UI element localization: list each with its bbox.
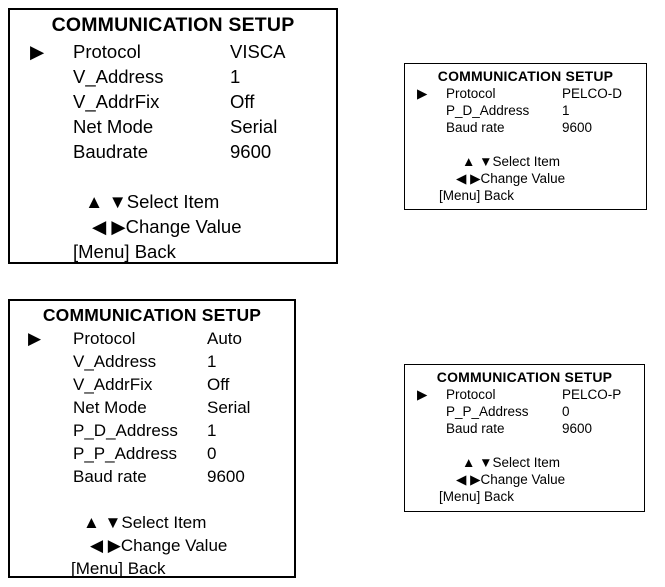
- panel-communication-setup-pelco-d: COMMUNICATION SETUP ▶ Protocol PELCO-D P_D…: [404, 63, 647, 210]
- spacer: [405, 136, 646, 153]
- menu-item-label: Protocol: [73, 329, 136, 348]
- menu-row-v-addrfix[interactable]: V_AddrFix Off: [10, 373, 294, 396]
- panel-communication-setup-auto: COMMUNICATION SETUP ▶ Protocol Auto V_Addr…: [8, 299, 296, 578]
- menu-row-v-address[interactable]: V_Address 1: [10, 350, 294, 373]
- hint-menu-back: [Menu] Back: [73, 241, 176, 262]
- menu-item-value: Serial: [207, 398, 251, 417]
- cursor-icon: ▶: [417, 387, 428, 402]
- hint-change-label: Change Value: [480, 472, 566, 487]
- menu-item-value: 9600: [562, 120, 593, 135]
- menu-item-label: V_AddrFix: [73, 91, 160, 112]
- spacer: [10, 164, 336, 189]
- hint-change-label: Change Value: [480, 171, 566, 186]
- menu-item-value: 0: [562, 404, 570, 419]
- menu-item-label: Net Mode: [73, 116, 154, 137]
- left-right-arrows-icon: ◀ ▶: [90, 536, 121, 555]
- hint-select-item: ▲ ▼Select Item: [10, 189, 336, 214]
- hint-select-label: Select Item: [492, 455, 561, 470]
- panel-title: COMMUNICATION SETUP: [51, 14, 295, 36]
- menu-item-label: Baud rate: [73, 467, 147, 486]
- menu-item-value: 0: [207, 444, 217, 463]
- up-down-arrows-icon: ▲ ▼: [462, 154, 493, 169]
- menu-row-protocol[interactable]: ▶ Protocol VISCA: [10, 39, 336, 64]
- menu-row-protocol[interactable]: ▶ Protocol PELCO-D: [405, 85, 646, 102]
- hint-select-label: Select Item: [492, 154, 561, 169]
- menu-row-p-d-address[interactable]: P_D_Address 1: [405, 102, 646, 119]
- up-down-arrows-icon: ▲ ▼: [462, 455, 493, 470]
- menu-item-value: Off: [207, 375, 230, 394]
- up-down-arrows-icon: ▲ ▼: [83, 513, 122, 532]
- menu-item-value: Serial: [230, 116, 278, 137]
- menu-row-protocol[interactable]: ▶ Protocol Auto: [10, 327, 294, 350]
- menu-item-value: Auto: [207, 329, 242, 348]
- spacer: [405, 437, 644, 454]
- menu-item-value: 1: [207, 352, 217, 371]
- hint-menu-back: [Menu] Back: [439, 188, 515, 203]
- menu-item-label: P_D_Address: [446, 103, 530, 118]
- menu-item-value: 1: [207, 421, 217, 440]
- menu-item-label: V_AddrFix: [73, 375, 153, 394]
- menu-item-value: 1: [562, 103, 570, 118]
- menu-item-value: PELCO-P: [562, 387, 622, 402]
- menu-item-label: Protocol: [446, 86, 496, 101]
- panel-title: COMMUNICATION SETUP: [437, 68, 614, 84]
- menu-item-label: P_D_Address: [73, 421, 178, 440]
- menu-item-label: P_P_Address: [73, 444, 177, 463]
- cursor-icon: ▶: [28, 329, 42, 348]
- hint-change-value: ◀ ▶Change Value: [10, 214, 336, 239]
- menu-item-label: P_P_Address: [446, 404, 529, 419]
- menu-row-v-address[interactable]: V_Address 1: [10, 64, 336, 89]
- hint-change-value: ◀ ▶Change Value: [10, 534, 294, 557]
- menu-row-baud-rate[interactable]: Baud rate 9600: [405, 119, 646, 136]
- menu-row-net-mode[interactable]: Net Mode Serial: [10, 114, 336, 139]
- menu-item-label: Net Mode: [73, 398, 147, 417]
- spacer: [10, 488, 294, 511]
- menu-row-baud-rate[interactable]: Baud rate 9600: [10, 465, 294, 488]
- panel-communication-setup-pelco-p: COMMUNICATION SETUP ▶ Protocol PELCO-P P_P…: [404, 364, 645, 512]
- menu-item-value: VISCA: [230, 41, 286, 62]
- menu-row-p-p-address[interactable]: P_P_Address 0: [10, 442, 294, 465]
- left-right-arrows-icon: ◀ ▶: [456, 472, 481, 487]
- menu-row-protocol[interactable]: ▶ Protocol PELCO-P: [405, 386, 644, 403]
- menu-row-net-mode[interactable]: Net Mode Serial: [10, 396, 294, 419]
- hint-select-label: Select Item: [126, 191, 220, 212]
- menu-row-v-addrfix[interactable]: V_AddrFix Off: [10, 89, 336, 114]
- menu-row-p-d-address[interactable]: P_D_Address 1: [10, 419, 294, 442]
- left-right-arrows-icon: ◀ ▶: [456, 171, 481, 186]
- panel-communication-setup-visca: COMMUNICATION SETUP ▶ Protocol VISCA V_Add…: [8, 8, 338, 264]
- menu-item-label: Baud rate: [446, 421, 505, 436]
- hint-select-item: ▲ ▼Select Item: [405, 454, 644, 471]
- menu-item-value: PELCO-D: [562, 86, 623, 101]
- menu-item-value: Off: [230, 91, 255, 112]
- hint-change-value: ◀ ▶Change Value: [405, 471, 644, 488]
- menu-row-baud-rate[interactable]: Baud rate 9600: [405, 420, 644, 437]
- cursor-icon: ▶: [417, 86, 428, 101]
- menu-item-value: 9600: [562, 421, 593, 436]
- hint-change-label: Change Value: [125, 216, 242, 237]
- menu-item-value: 1: [230, 66, 241, 87]
- panel-title: COMMUNICATION SETUP: [42, 305, 262, 325]
- menu-item-label: Baud rate: [446, 120, 505, 135]
- panel-title: COMMUNICATION SETUP: [436, 369, 613, 385]
- menu-item-value: 9600: [230, 141, 272, 162]
- menu-row-baudrate[interactable]: Baudrate 9600: [10, 139, 336, 164]
- hint-change-value: ◀ ▶Change Value: [405, 170, 646, 187]
- menu-item-label: Baudrate: [73, 141, 149, 162]
- hint-menu-back: [Menu] Back: [439, 489, 515, 504]
- hint-change-label: Change Value: [120, 536, 228, 555]
- menu-item-label: Protocol: [446, 387, 496, 402]
- menu-row-p-p-address[interactable]: P_P_Address 0: [405, 403, 644, 420]
- cursor-icon: ▶: [30, 41, 45, 62]
- menu-item-label: Protocol: [73, 41, 141, 62]
- up-down-arrows-icon: ▲ ▼: [85, 191, 127, 212]
- left-right-arrows-icon: ◀ ▶: [92, 216, 126, 237]
- hint-select-item: ▲ ▼Select Item: [10, 511, 294, 534]
- hint-select-label: Select Item: [121, 513, 207, 532]
- menu-item-value: 9600: [207, 467, 245, 486]
- menu-item-label: V_Address: [73, 352, 157, 371]
- menu-item-label: V_Address: [73, 66, 164, 87]
- hint-menu-back: [Menu] Back: [71, 559, 166, 578]
- hint-select-item: ▲ ▼Select Item: [405, 153, 646, 170]
